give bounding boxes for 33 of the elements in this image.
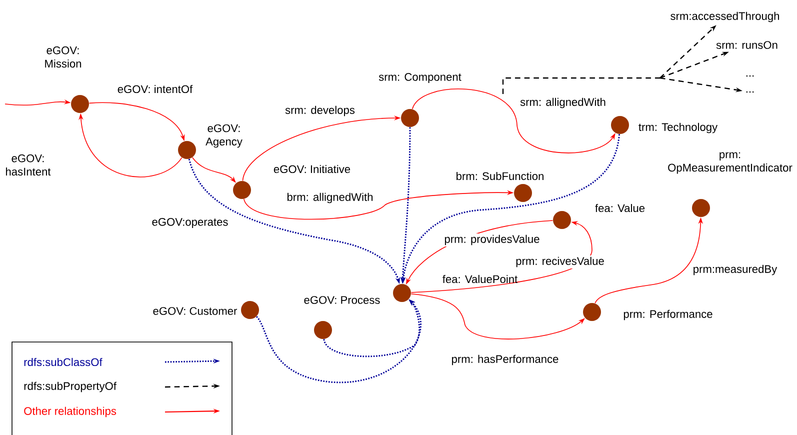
node-text: srm:accessedThrough — [670, 12, 779, 22]
node-label: fea: Value — [595, 204, 645, 212]
node-label: eGOV: Process — [304, 296, 380, 304]
edge-label: eGOV: hasIntent — [2, 153, 54, 177]
text-label: fea: ValuePoint — [442, 274, 518, 284]
edge-label: prm: providesValue — [442, 234, 542, 246]
node-text: ... — [746, 91, 754, 93]
node-label: eGOV: Mission — [45, 46, 82, 68]
node-label: eGOV: Initiative — [274, 164, 350, 174]
edge-label: prm:measuredBy — [692, 264, 778, 276]
node-label: prm: OpMeasurementIndicator — [668, 152, 792, 174]
node-label: brm: SubFunction — [456, 172, 544, 180]
legend-text: Other relationships — [24, 406, 116, 418]
edge-label: srm: allignedWith — [518, 96, 608, 110]
node-label: eGOV: Agency — [206, 124, 242, 148]
node-label: trm: Technology — [638, 122, 718, 134]
edge-label: eGOV:operates — [150, 216, 230, 230]
node-label: srm: Component — [378, 73, 462, 83]
edge-label: prm: recivesValue — [514, 256, 606, 268]
arrow — [412, 88, 616, 154]
dashed-line — [502, 77, 660, 94]
edge-label: eGOV: intentOf — [116, 84, 194, 94]
legend-text: rdfs:subClassOf — [24, 358, 102, 366]
node-text: srm: runsOn — [716, 41, 778, 49]
node-label: prm: Performance — [624, 310, 712, 320]
edge-label: brm: allignedWith — [285, 192, 375, 204]
edge-label: prm: hasPerformance — [450, 354, 560, 366]
arrow — [410, 221, 592, 293]
node-circle — [314, 321, 332, 339]
edge-label: srm: develops — [284, 104, 356, 118]
text-label: ... — [746, 75, 754, 77]
legend-text: rdfs:subPropertyOf — [24, 382, 116, 392]
node-label: eGOV: Customer — [153, 307, 238, 315]
